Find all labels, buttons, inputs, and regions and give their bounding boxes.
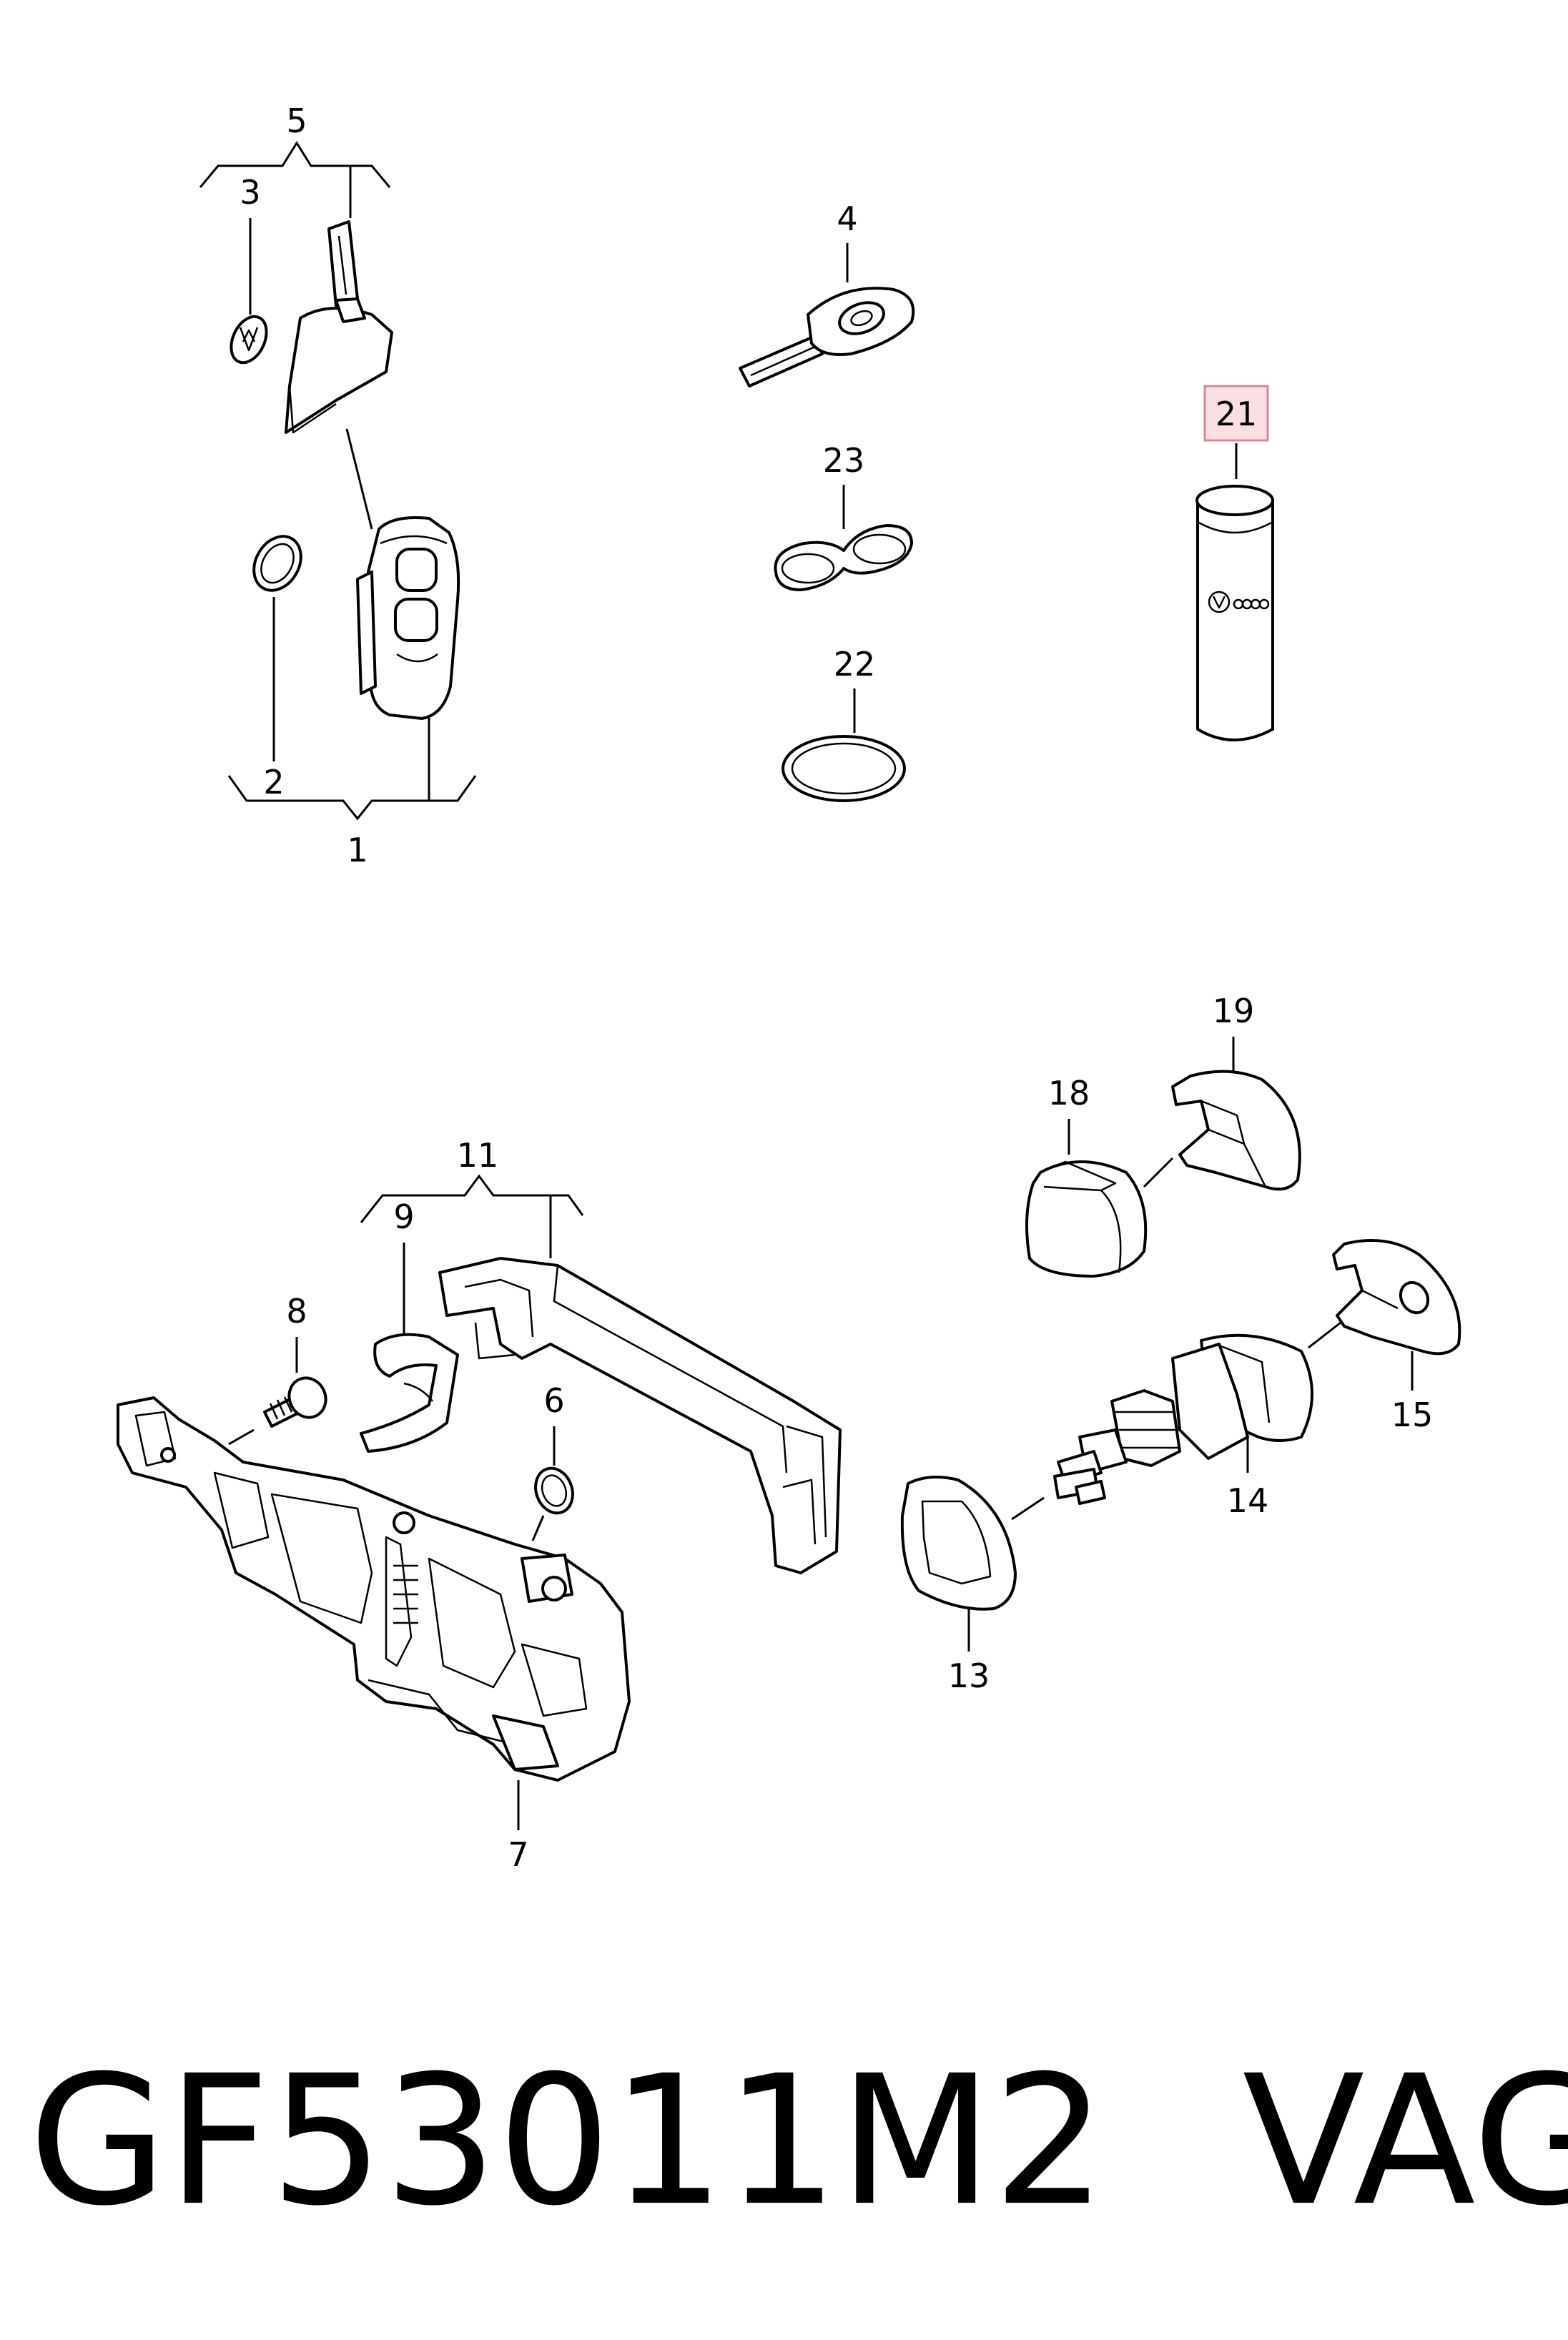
clip-part-9 xyxy=(360,1333,459,1453)
callout-22: 22 xyxy=(834,645,876,683)
callout-14: 14 xyxy=(1227,1481,1269,1520)
callout-9: 9 xyxy=(393,1198,414,1236)
handle-carrier-part-7 xyxy=(117,1396,631,1782)
part-group-11-bracket xyxy=(360,1174,584,1258)
callout-23: 23 xyxy=(823,441,865,480)
callout-21: 21 xyxy=(1216,395,1258,433)
callout-4: 4 xyxy=(837,199,857,238)
part-group-5-bracket xyxy=(199,141,391,218)
callout-6: 6 xyxy=(543,1381,564,1420)
lubricant-can-part-21 xyxy=(1195,485,1274,741)
callout-21-highlight xyxy=(1203,385,1269,442)
cap-part-18 xyxy=(1025,1160,1148,1278)
callout-18: 18 xyxy=(1048,1074,1090,1112)
gasket-part-13 xyxy=(900,1476,1017,1611)
key-blade-part-5 xyxy=(285,220,393,434)
key-part-4 xyxy=(739,287,915,387)
part-group-1-bracket xyxy=(227,775,477,821)
callout-7: 7 xyxy=(508,1835,528,1874)
brand-name: VAG xyxy=(1242,2037,1568,2245)
callout-5: 5 xyxy=(286,102,307,140)
callout-1: 1 xyxy=(347,831,368,869)
o-ring-part-6 xyxy=(534,1466,574,1515)
screw-part-8 xyxy=(228,1376,327,1446)
cap-part-15 xyxy=(1332,1239,1461,1356)
callout-15: 15 xyxy=(1391,1396,1434,1434)
cap-part-19 xyxy=(1171,1070,1301,1191)
callout-19: 19 xyxy=(1213,992,1255,1030)
callout-13: 13 xyxy=(948,1657,990,1695)
callout-2: 2 xyxy=(263,763,284,801)
seal-ring-part-22 xyxy=(781,735,906,802)
remote-housing-part-1 xyxy=(356,516,460,720)
callout-3: 3 xyxy=(240,173,260,212)
callout-11: 11 xyxy=(457,1136,499,1175)
footer-caption: GF53011M2 VAG xyxy=(29,2037,1568,2245)
o-ring-part-2 xyxy=(252,535,302,592)
double-seal-part-23 xyxy=(774,524,913,591)
lock-cylinder-part-14 xyxy=(1053,1333,1313,1505)
vw-emblem-part-3 xyxy=(230,315,268,365)
part-number: GF53011M2 xyxy=(29,2037,1107,2245)
door-handle-part-11 xyxy=(438,1257,842,1574)
callout-8: 8 xyxy=(286,1292,307,1331)
